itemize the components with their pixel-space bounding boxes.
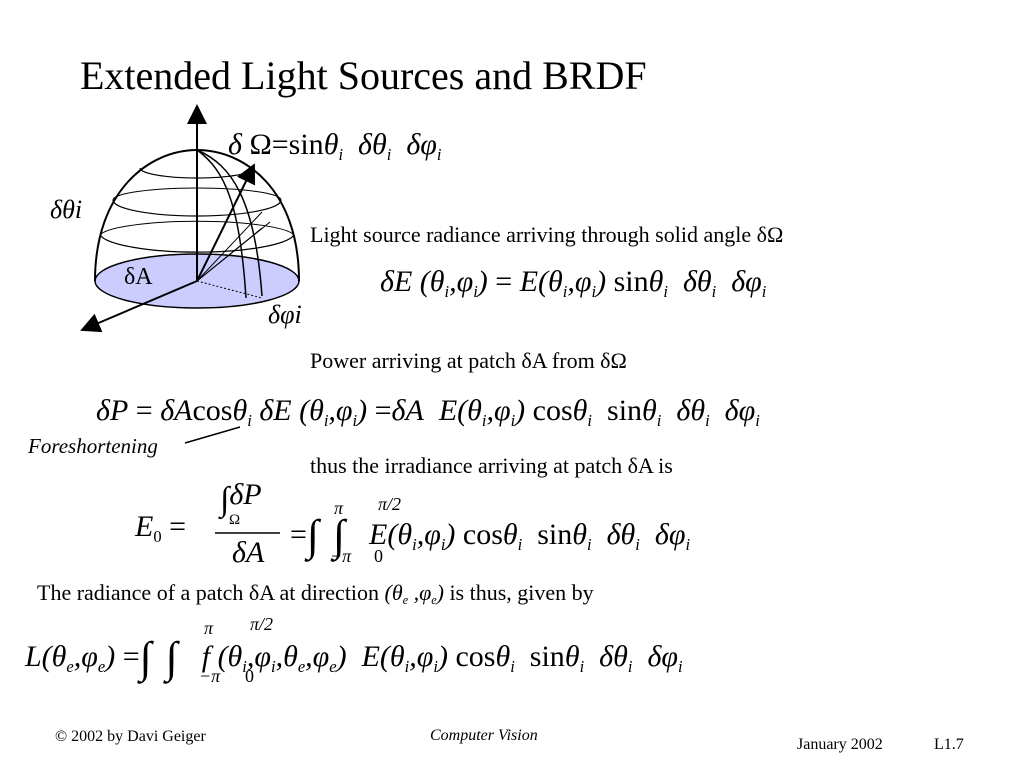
label-dtheta: δθi [50, 195, 83, 224]
foreshortening-arrow [184, 426, 241, 444]
label-dphi: δφi [268, 300, 302, 329]
ray-fan-1 [196, 211, 263, 282]
eq-irradiance-omega: Ω [229, 512, 241, 528]
incident-ray [196, 163, 256, 282]
eq-delta-e: δE (θi,φi) = E(θi,φi) sinθi δθi δφi [380, 265, 767, 301]
text-irradiance: thus the irradiance arriving at patch δA… [310, 453, 673, 478]
footer-date: January 2002 [797, 736, 883, 753]
eq-radiance: L(θe,φe) =∫∫f (θi,φi,θe,φe) E(θi,φi) cos… [25, 633, 683, 682]
eq-solid-angle: δ Ω=sinθi δθi δφi [228, 128, 442, 164]
limit-lower-3: −π [199, 666, 221, 686]
text-power: Power arriving at patch δA from δΩ [310, 348, 627, 373]
limit-lower-4: 0 [245, 666, 254, 686]
limit-lower-2: 0 [374, 546, 383, 566]
eq-irradiance-rhs: =∫∫E(θi,φi) cosθi sinθi δθi δφi [290, 511, 691, 560]
ray-fan-3 [196, 227, 263, 282]
eq-irradiance-den: δA [232, 536, 265, 569]
dome-meridian-2 [196, 149, 247, 299]
limit-upper-2: π/2 [378, 494, 402, 514]
limit-upper-4: π/2 [250, 614, 274, 634]
limit-lower-1: −π [330, 546, 352, 566]
slide-title: Extended Light Sources and BRDF [80, 53, 647, 98]
eq-power: δP = δAcosθi δE (θi,φi) =δA E(θi,φi) cos… [96, 394, 760, 430]
dotted-line [196, 280, 263, 299]
label-foreshortening: Foreshortening [28, 434, 158, 458]
label-dA: δA [124, 264, 153, 290]
footer-copyright: © 2002 by Davi Geiger [55, 728, 206, 745]
limit-upper-3: π [204, 618, 214, 638]
eq-irradiance-lhs: E0 = [135, 510, 186, 546]
eq-irradiance-num: ∫δP [220, 478, 262, 518]
text-radiance: Light source radiance arriving through s… [310, 222, 784, 247]
text-radiance-patch: The radiance of a patch δA at direction … [37, 580, 594, 608]
x-axis [80, 280, 198, 333]
limit-upper-1: π [334, 498, 344, 518]
footer-slide-id: L1.7 [934, 736, 964, 753]
footer-course: Computer Vision [430, 727, 538, 744]
